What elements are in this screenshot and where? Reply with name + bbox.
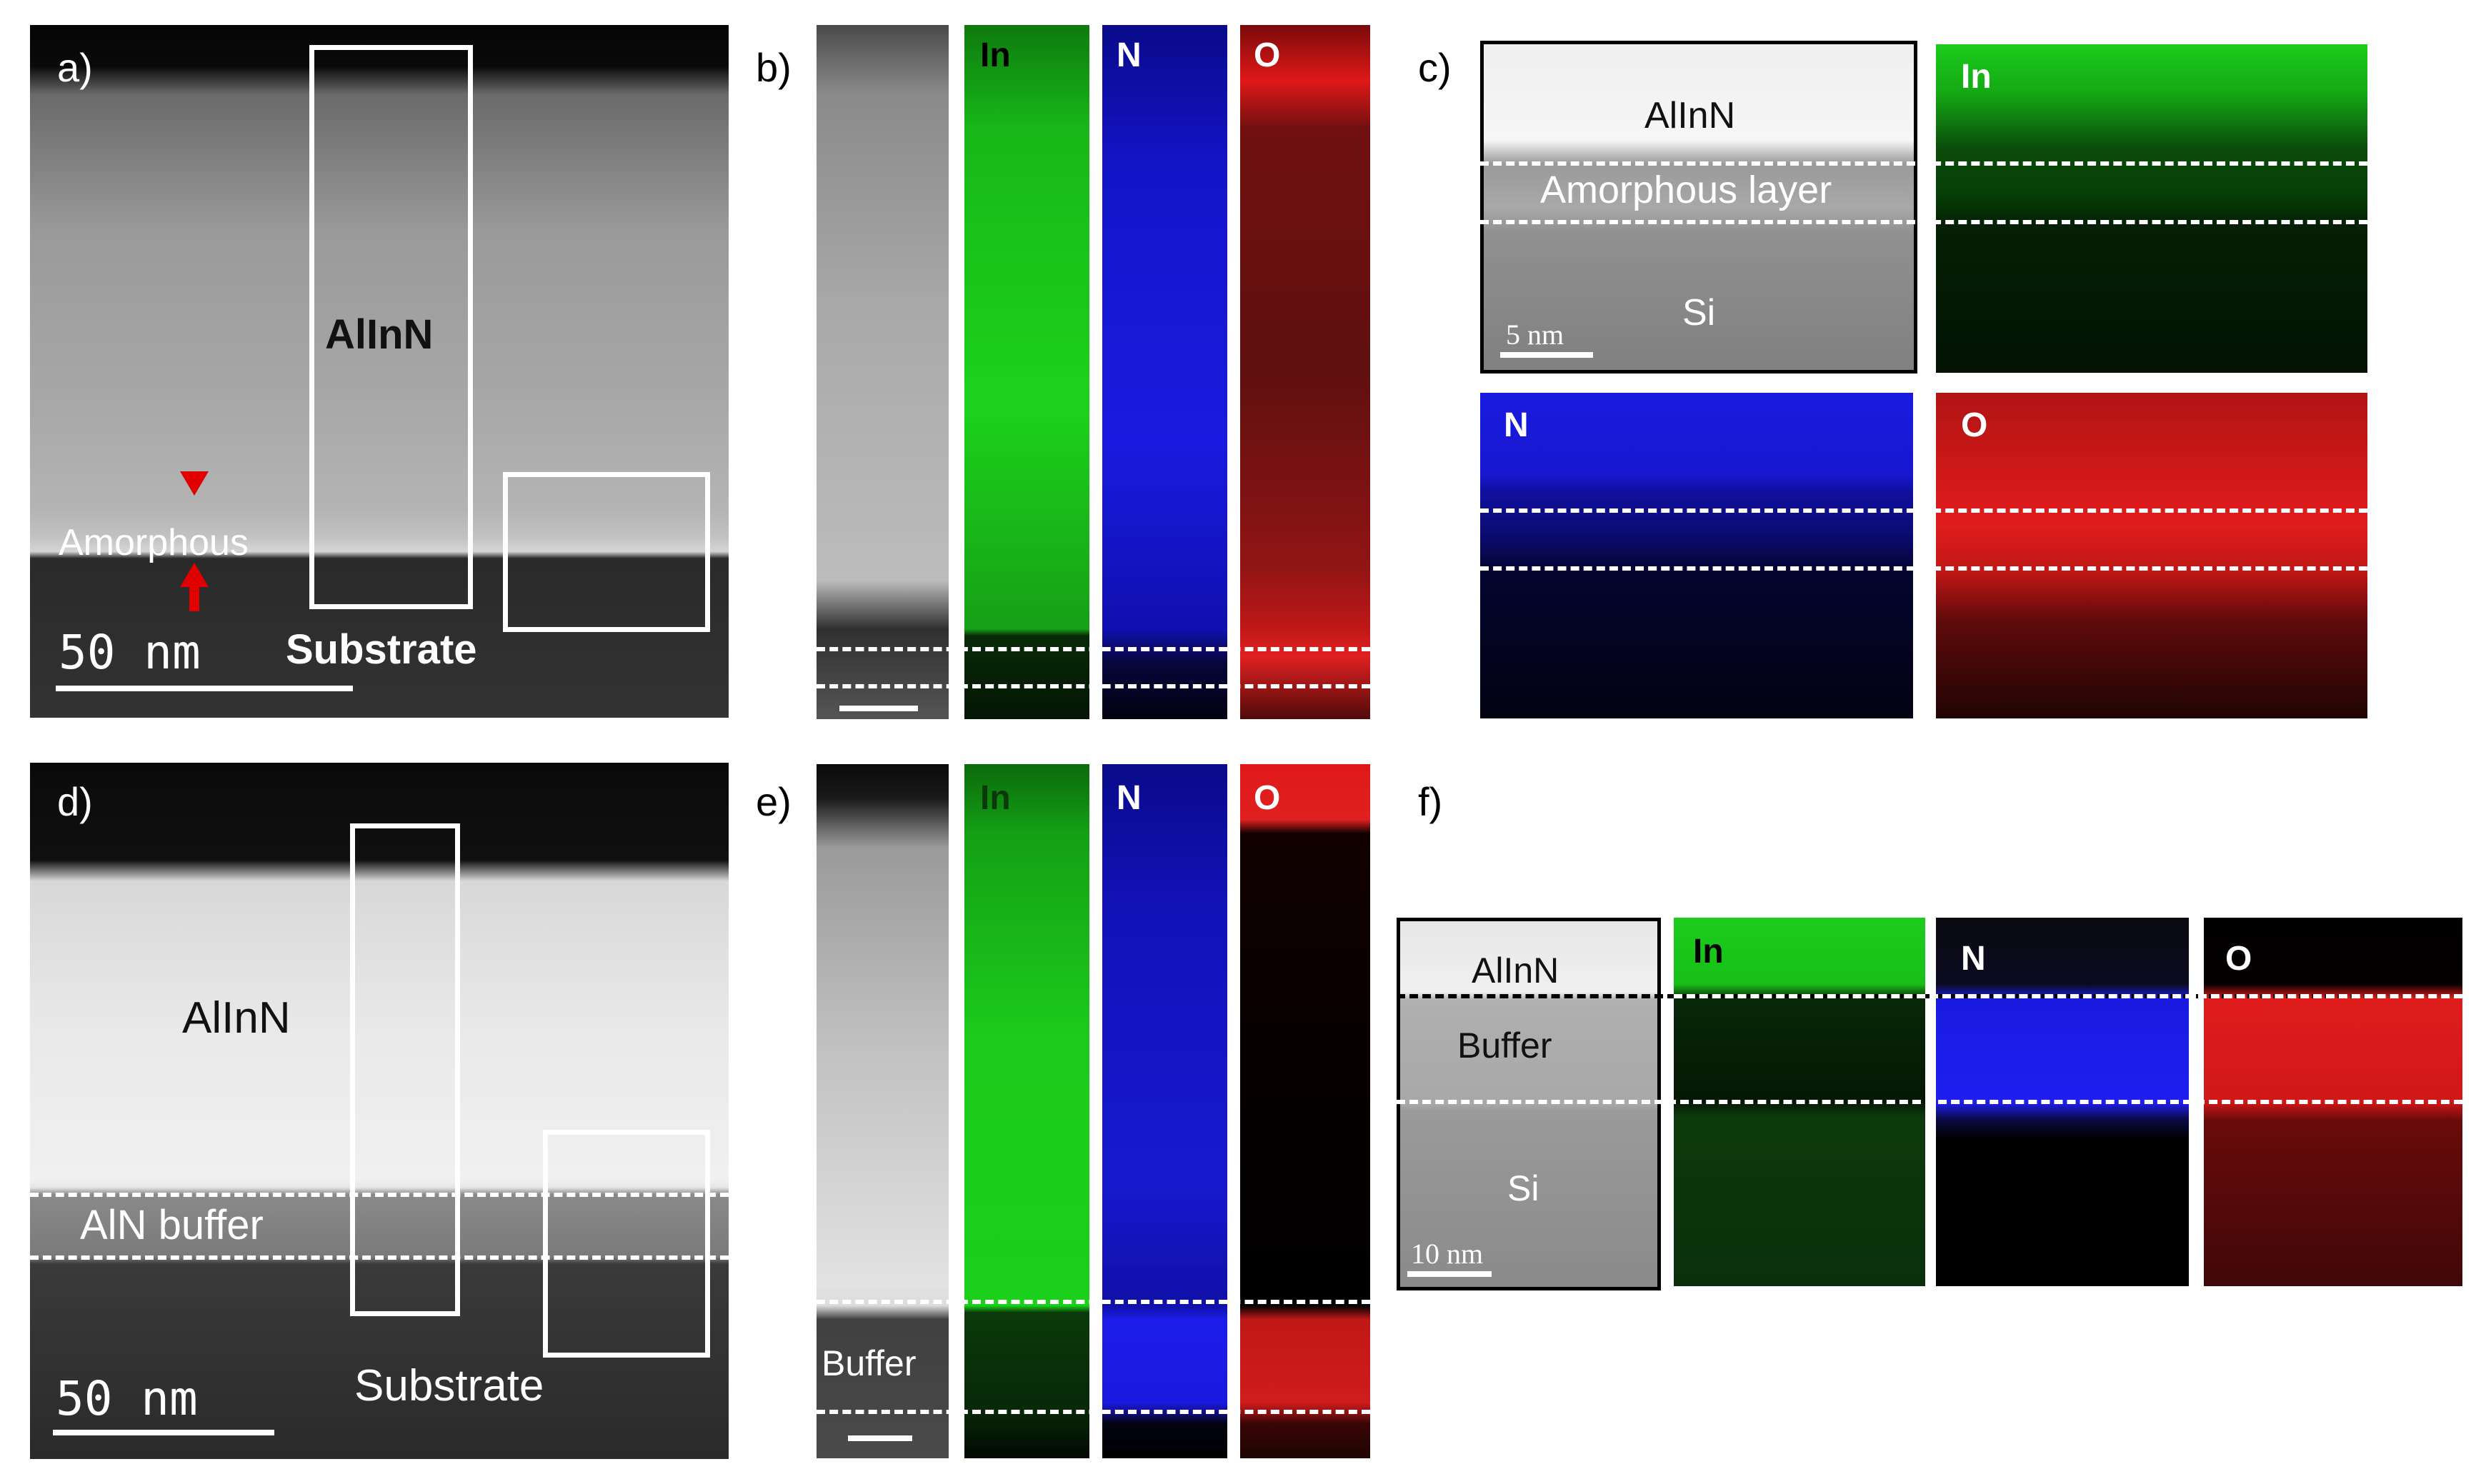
panel-c-frame [1480,41,1917,373]
panel-f-dashed-top-maps [1674,994,2462,998]
panel-f-buffer-label: Buffer [1457,1026,1552,1066]
arrow-up-icon [180,563,209,587]
panel-a-substrate-label: Substrate [286,626,477,673]
arrow-down-stem [189,471,199,486]
panel-e-n-label: N [1117,779,1142,817]
panel-d-scalebar [53,1430,274,1435]
panel-c-amorphous-label: Amorphous layer [1540,169,1832,211]
panel-f-frame [1397,918,1661,1290]
panel-a-roi-column [309,45,473,609]
panel-b-n-map [1102,25,1227,719]
panel-a-letter: a) [57,45,93,90]
panel-c-o-label: O [1961,406,1988,444]
panel-d-dashed-top [30,1193,729,1197]
panel-f-in-label: In [1693,933,1724,971]
panel-b-o-map [1240,25,1370,719]
panel-e-in-map [964,764,1089,1458]
panel-e-o-label: O [1254,779,1281,817]
panel-d-roi-column [350,823,460,1316]
panel-c-alinn-label: AlInN [1644,95,1736,136]
panel-f-n-label: N [1961,940,1986,978]
panel-c-n-label: N [1504,406,1529,444]
panel-a-scale-label: 50 nm [59,625,201,680]
panel-c-scale-label: 5 nm [1506,319,1564,351]
panel-a-amorphous-label: Amorphous [59,522,249,563]
panel-b-dashed-line-bottom [817,684,1370,688]
panel-c-in-map [1936,44,2367,373]
panel-c-in-label: In [1961,58,1992,96]
panel-f-si-label: Si [1507,1168,1539,1208]
arrow-up-stem [189,586,199,611]
panel-f-haadf [1397,918,1661,1290]
panel-f-letter: f) [1418,779,1443,824]
panel-d-letter: d) [57,779,93,824]
panel-b-n-label: N [1117,36,1142,74]
panel-e-n-map [1102,764,1227,1458]
panel-d-scale-label: 50 nm [56,1371,198,1426]
panel-c-dashed-bottom-1 [1480,508,2367,513]
panel-d-roi-interface [543,1130,710,1358]
panel-b-scalebar [839,706,918,711]
panel-d-substrate-label: Substrate [354,1361,544,1410]
panel-b-letter: b) [756,45,792,90]
panel-e-scalebar [848,1435,912,1441]
panel-b-in-label: In [980,36,1011,74]
panel-c-haadf [1480,41,1917,373]
panel-e-haadf-strip [817,764,949,1458]
panel-d-buffer-label: AlN buffer [80,1202,264,1248]
panel-b-in-map [964,25,1089,719]
panel-d-dashed-bottom [30,1255,729,1260]
panel-c-o-map [1936,393,2367,718]
panel-e-dashed-bottom [817,1410,1370,1414]
panel-e-dashed-top [817,1300,1370,1304]
panel-a-roi-interface [503,472,710,632]
panel-c-dashed-bottom-2 [1480,566,2367,571]
panel-a-scalebar [56,686,353,691]
panel-c-letter: c) [1418,45,1452,90]
panel-c-dashed-top-2 [1480,220,2367,224]
panel-a-image [30,25,729,718]
panel-f-scale-label: 10 nm [1411,1238,1484,1270]
panel-c-scalebar [1500,352,1593,358]
panel-e-in-label: In [980,779,1011,817]
panel-f-scalebar [1407,1271,1492,1277]
panel-f-dashed-bottom [1397,1100,2462,1104]
panel-b-o-label: O [1254,36,1281,74]
panel-a-alinn-label: AlInN [325,311,434,358]
panel-f-o-label: O [2225,940,2252,978]
panel-b-haadf-strip [817,25,949,719]
panel-f-alinn-label: AlInN [1472,951,1559,991]
panel-c-n-map [1480,393,1913,718]
panel-b-dashed-line-top [817,647,1370,651]
panel-e-o-map [1240,764,1370,1458]
panel-c-si-label: Si [1682,292,1716,334]
panel-d-image [30,763,729,1459]
panel-e-buffer-label: Buffer [822,1343,917,1383]
panel-d-alinn-label: AlInN [182,993,291,1043]
panel-c-dashed-top-1 [1480,161,2367,166]
panel-e-letter: e) [756,779,792,824]
